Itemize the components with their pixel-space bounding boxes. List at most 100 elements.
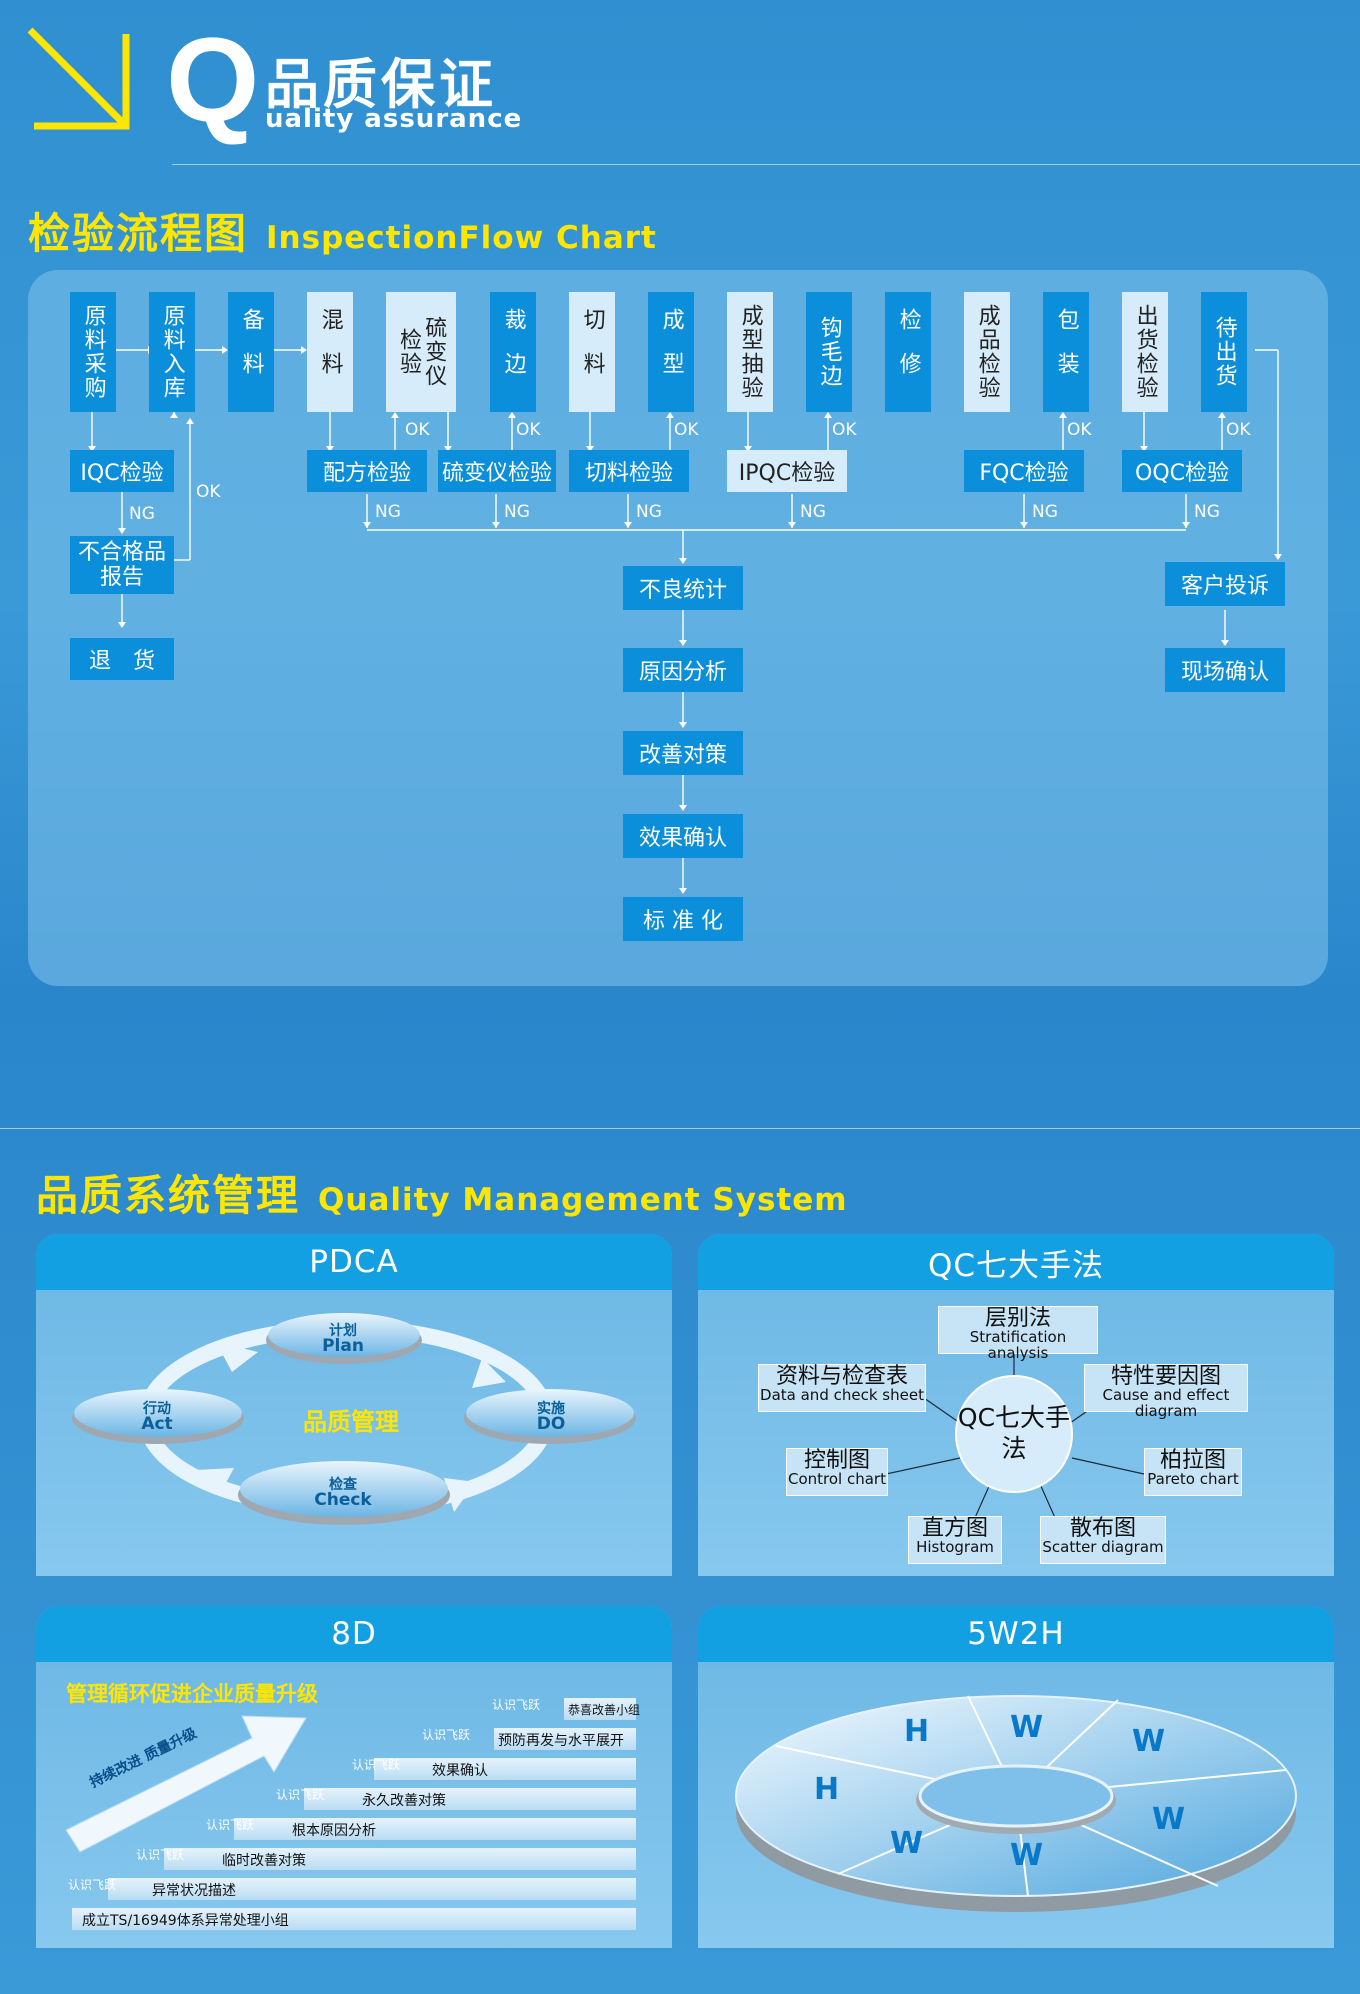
section-divider — [0, 1128, 1360, 1129]
8d-title: 8D — [36, 1606, 672, 1662]
5w2h-letter: W — [1152, 1802, 1186, 1837]
iqc-check: IQC检验 — [70, 450, 174, 492]
rheometer-check: 硫变仪检验 — [438, 450, 556, 492]
fly-label: 认识飞跃 — [136, 1848, 185, 1862]
ipqc-check: IPQC检验 — [727, 450, 847, 492]
recipe-check: 配方检验 — [307, 450, 427, 492]
cutting-check: 切料检验 — [569, 450, 689, 492]
8d-step: 预防再发与水平展开 — [498, 1733, 624, 1749]
ok-label: OK — [1226, 420, 1251, 440]
box-rheometer: 硫变仪检验 — [386, 292, 456, 412]
8d-card: 8D 管理循环促进企业质量升级 持续改进 质量升级 成立TS/16949体系异常… — [36, 1606, 672, 1948]
top-arrows — [116, 346, 307, 354]
cycle-arrowhead — [216, 1342, 258, 1372]
ng-label: NG — [800, 502, 826, 522]
box-trimming: 裁边 — [490, 292, 536, 412]
effect-confirmation: 效果确认 — [623, 814, 743, 858]
fqc-check: FQC检验 — [964, 450, 1084, 492]
ng-label: NG — [129, 504, 155, 524]
8d-step: 效果确认 — [432, 1763, 488, 1779]
box-molding-sampling: 成型抽验 — [727, 292, 773, 412]
5w2h-title: 5W2H — [698, 1606, 1334, 1662]
cycle-arrowhead — [196, 1468, 234, 1494]
onsite-confirmation: 现场确认 — [1165, 648, 1285, 692]
qc7-title: QC七大手法 — [698, 1234, 1334, 1290]
5w2h-card: 5W2H H W W H W W W — [698, 1606, 1334, 1948]
pdca-center-label: 品质管理 — [303, 1408, 399, 1436]
customer-complaint: 客户投诉 — [1165, 562, 1285, 606]
header-q-letter: Q — [166, 13, 260, 147]
defect-statistics: 不良统计 — [623, 566, 743, 610]
fly-label: 认识飞跃 — [276, 1788, 325, 1802]
box-final-inspection: 成品检验 — [964, 292, 1010, 412]
pdca-cycle-diagram — [72, 1313, 636, 1525]
fly-label: 认识飞跃 — [492, 1698, 541, 1712]
ng-label: NG — [504, 502, 530, 522]
ok-label: OK — [405, 420, 430, 440]
8d-step: 临时改善对策 — [222, 1853, 306, 1869]
pdca-title: PDCA — [36, 1234, 672, 1290]
8d-step: 永久改善对策 — [362, 1793, 446, 1809]
8d-step: 异常状况描述 — [152, 1883, 236, 1899]
8d-step: 恭喜改善小组 — [568, 1703, 641, 1717]
5w2h-letter: H — [814, 1772, 840, 1807]
8d-headline: 管理循环促进企业质量升级 — [66, 1682, 318, 1706]
ok-label: OK — [832, 420, 857, 440]
box-cutting: 切料 — [569, 292, 615, 412]
ok-label: OK — [196, 482, 221, 502]
ng-label: NG — [1194, 502, 1220, 522]
ok-label: OK — [516, 420, 541, 440]
fly-label: 认识飞跃 — [352, 1758, 401, 1772]
8d-step: 根本原因分析 — [292, 1823, 376, 1839]
reject-report: 不合格品报告 — [70, 536, 174, 594]
return-goods: 退 货 — [70, 638, 174, 680]
header-divider — [172, 164, 1360, 165]
cycle-arrowhead — [472, 1358, 506, 1388]
cycle-arrowhead — [444, 1478, 476, 1512]
box-awaiting-shipment: 待出货 — [1201, 292, 1247, 412]
ok-label: OK — [674, 420, 699, 440]
fly-label: 认识飞跃 — [422, 1728, 471, 1742]
5w2h-letter: W — [1010, 1710, 1044, 1745]
ng-label: NG — [636, 502, 662, 522]
box-repair: 检修 — [885, 292, 931, 412]
standardization: 标 准 化 — [623, 897, 743, 941]
box-outgoing-inspection: 出货检验 — [1122, 292, 1168, 412]
improvement-measures: 改善对策 — [623, 731, 743, 775]
qc7-center-label: QC七大手法 — [957, 1403, 1071, 1464]
5w2h-letter: W — [890, 1826, 924, 1861]
5w2h-ring — [735, 1695, 1297, 1912]
box-prepare: 备料 — [228, 292, 274, 412]
header-title-en: uality assurance — [265, 104, 523, 134]
root-cause-analysis: 原因分析 — [623, 648, 743, 692]
arrow-down-right-icon — [27, 27, 130, 130]
ng-label: NG — [375, 502, 401, 522]
box-packing: 包装 — [1043, 292, 1089, 412]
5w2h-letter: W — [1010, 1838, 1044, 1873]
box-raw-purchase: 原料采购 — [70, 292, 116, 412]
oqc-check: OQC检验 — [1122, 450, 1242, 492]
ng-label: NG — [1032, 502, 1058, 522]
5w2h-letter: H — [904, 1714, 930, 1749]
header-title-cn: 品质保证 — [265, 53, 497, 116]
improvement-arrow-icon — [65, 1715, 307, 1853]
fly-label: 认识飞跃 — [68, 1878, 117, 1892]
box-molding: 成型 — [648, 292, 694, 412]
flow-connectors — [0, 0, 1360, 1010]
fly-label: 认识飞跃 — [206, 1818, 255, 1832]
